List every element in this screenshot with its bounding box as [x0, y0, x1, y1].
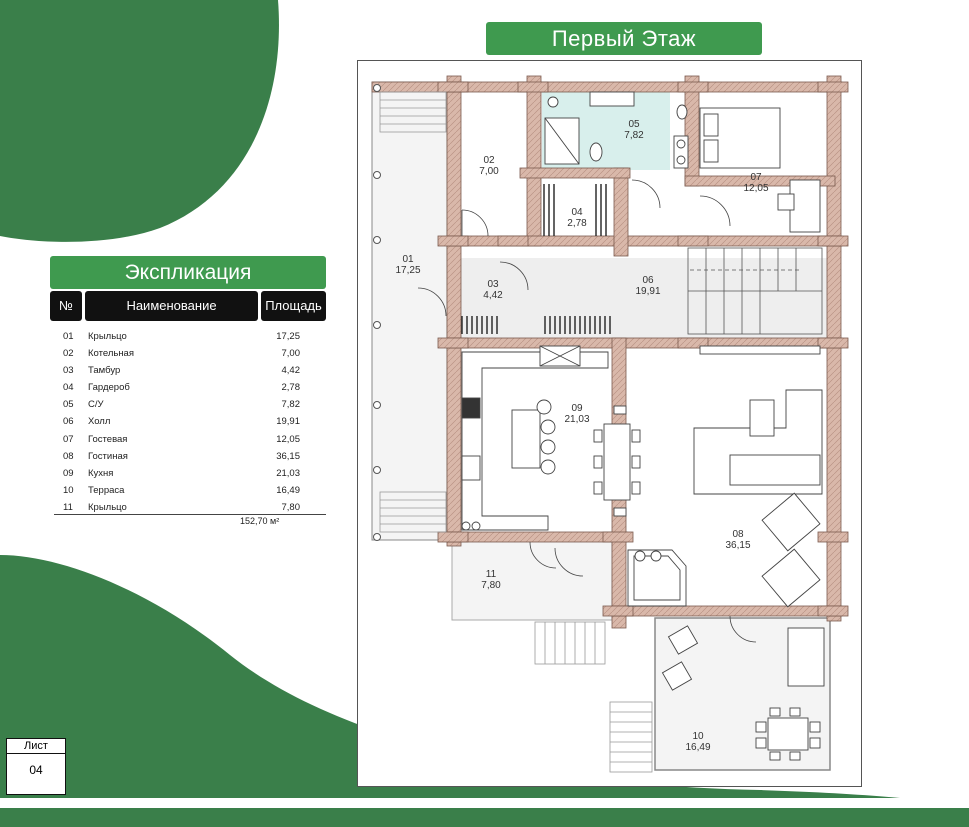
room-07-number: 07 — [750, 172, 762, 183]
column-header-number: № — [50, 291, 82, 321]
row-name: Крыльцо — [88, 501, 127, 513]
row-area: 36,15 — [276, 450, 300, 462]
room-09-number: 09 — [571, 403, 583, 414]
room-09-area: 21,03 — [564, 414, 589, 425]
room-10-area: 16,49 — [685, 742, 710, 753]
table-row: 11 Крыльцо 7,80 — [54, 499, 326, 516]
table-row: 07 Гостевая 12,05 — [54, 431, 326, 448]
row-name: Тамбур — [88, 365, 121, 377]
table-row: 03 Тамбур 4,42 — [54, 362, 326, 379]
row-area: 16,49 — [276, 484, 300, 496]
row-name: Гостевая — [88, 433, 128, 445]
row-number: 11 — [63, 501, 73, 513]
hall-floor — [457, 258, 834, 338]
sheet-stamp: Лист 04 — [6, 738, 66, 795]
sheet-number: 04 — [29, 763, 43, 777]
column-header-area: Площадь — [261, 291, 326, 321]
row-name: Котельная — [88, 348, 134, 360]
terrace-furniture — [661, 625, 825, 761]
log-walls — [371, 75, 849, 629]
guest-room-furniture — [699, 107, 821, 233]
row-number: 07 — [63, 433, 74, 445]
room-04-number: 04 — [571, 207, 583, 218]
table-row: 08 Гостиная 36,15 — [54, 448, 326, 465]
row-number: 04 — [63, 382, 74, 394]
row-name: Крыльцо — [88, 331, 127, 342]
room-03-number: 03 — [487, 279, 499, 290]
row-area: 12,05 — [276, 433, 300, 445]
porch-11-floor — [451, 539, 613, 621]
page-title: Первый Этаж — [486, 22, 762, 55]
room-05-number: 05 — [628, 119, 640, 130]
room-labels: 01 17,25 02 7,00 03 4,42 04 2,78 05 7,82… — [395, 119, 768, 753]
row-number: 01 — [63, 331, 74, 342]
room-04-area: 2,78 — [567, 218, 587, 229]
room-08-number: 08 — [732, 529, 744, 540]
row-area: 7,82 — [281, 399, 301, 411]
room-01-number: 01 — [402, 254, 414, 265]
living-room-furniture — [627, 345, 823, 608]
room-11-area: 7,80 — [481, 580, 501, 591]
table-row: 05 С/У 7,82 — [54, 396, 326, 413]
row-number: 02 — [63, 348, 74, 360]
row-number: 09 — [63, 467, 74, 479]
porch-01-floor — [371, 81, 448, 541]
total-area: 152,70 м² — [240, 516, 280, 526]
row-area: 7,80 — [281, 501, 301, 513]
row-area: 7,00 — [281, 348, 301, 360]
row-number: 05 — [63, 399, 74, 411]
row-name: Кухня — [88, 467, 114, 479]
row-name: Холл — [88, 416, 111, 428]
row-area: 17,25 — [276, 331, 300, 342]
room-07-area: 12,05 — [743, 183, 768, 194]
row-area: 21,03 — [276, 467, 300, 479]
room-08-area: 36,15 — [725, 540, 750, 551]
room-06-area: 19,91 — [635, 286, 660, 297]
row-area: 2,78 — [281, 382, 301, 394]
room-05-area: 7,82 — [624, 130, 644, 141]
room-11-number: 11 — [486, 569, 497, 580]
row-name: Гардероб — [88, 382, 130, 394]
table-row: 10 Терраса 16,49 — [54, 482, 326, 499]
row-number: 06 — [63, 416, 74, 428]
room-01-area: 17,25 — [395, 265, 420, 276]
row-name: Гостиная — [88, 450, 128, 462]
table-row: 04 Гардероб 2,78 — [54, 379, 326, 396]
staircase — [687, 247, 823, 335]
room-02-number: 02 — [483, 155, 495, 166]
bathroom-fixtures — [544, 91, 689, 169]
room-10-number: 10 — [692, 731, 704, 742]
porch-columns — [373, 84, 381, 541]
row-number: 08 — [63, 450, 74, 462]
row-name: Терраса — [88, 484, 125, 496]
row-name: С/У — [88, 399, 104, 411]
table-row: 06 Холл 19,91 — [54, 413, 326, 430]
kitchen-furniture — [461, 345, 641, 531]
table-row: 02 Котельная 7,00 — [54, 345, 326, 362]
row-number: 03 — [63, 365, 74, 377]
porch-steps — [379, 91, 653, 773]
total-divider — [54, 514, 326, 515]
column-header-name: Наименование — [85, 291, 258, 321]
explication-title: Экспликация — [50, 256, 326, 289]
room-03-area: 4,42 — [483, 290, 503, 301]
row-area: 19,91 — [276, 416, 300, 428]
wardrobe-hangers — [461, 184, 611, 334]
table-row: 01 Крыльцо 17,25 — [54, 328, 326, 345]
sheet-label: Лист — [7, 739, 65, 754]
room-06-number: 06 — [642, 275, 654, 286]
room-02-area: 7,00 — [479, 166, 499, 177]
door-swings — [417, 179, 757, 643]
table-row: 09 Кухня 21,03 — [54, 465, 326, 482]
row-number: 10 — [63, 484, 74, 496]
row-area: 4,42 — [281, 365, 301, 377]
